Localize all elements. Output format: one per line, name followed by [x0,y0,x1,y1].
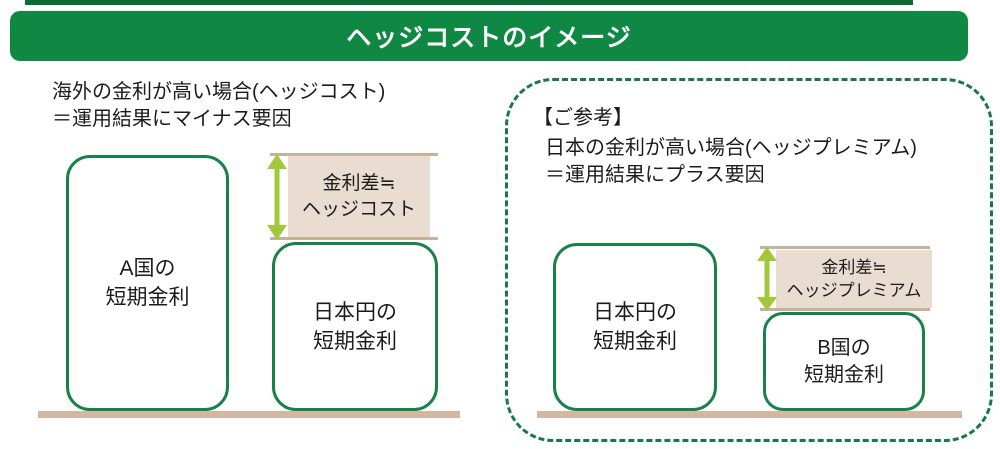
left-gap-bottom-rail [270,237,438,240]
box-country-b-short-rate: B国の 短期金利 [763,312,925,411]
right-gap-bottom-rail [760,308,930,311]
double-arrow-icon [757,247,777,311]
left-ground-baseline [38,411,460,418]
left-gap-top-rail [270,153,438,156]
top-cropped-strip [25,0,913,5]
right-gap-top-rail [760,246,930,249]
box-country-b-label: B国の 短期金利 [804,336,884,386]
hedge-premium-gap-label: 金利差≒ ヘッジプレミアム [786,258,922,300]
title-banner: ヘッジコストのイメージ [10,11,968,61]
double-arrow-icon [267,154,287,240]
box-jpy-left-label: 日本円の 短期金利 [313,300,397,353]
hedge-cost-gap-label: 金利差≒ ヘッジコスト [301,172,416,220]
left-section-heading: 海外の金利が高い場合(ヘッジコスト) ＝運用結果にマイナス要因 [52,81,386,130]
box-country-a-label: A国の 短期金利 [105,257,190,309]
box-jpy-short-rate-right: 日本円の 短期金利 [553,243,717,411]
box-jpy-short-rate-left: 日本円の 短期金利 [272,242,438,411]
right-section-heading: 日本の金利が高い場合(ヘッジプレミアム) ＝運用結果にプラス要因 [545,137,917,186]
box-country-a-short-rate: A国の 短期金利 [66,155,229,411]
hedge-premium-gap-box: 金利差≒ ヘッジプレミアム [776,250,932,308]
reference-dashed-panel [505,78,993,442]
hedge-cost-gap-box: 金利差≒ ヘッジコスト [288,156,430,237]
right-ground-baseline [537,411,962,418]
page-title: ヘッジコストのイメージ [346,24,632,52]
reference-tag: 【ご参考】 [533,107,633,129]
box-jpy-right-label: 日本円の 短期金利 [593,301,677,353]
